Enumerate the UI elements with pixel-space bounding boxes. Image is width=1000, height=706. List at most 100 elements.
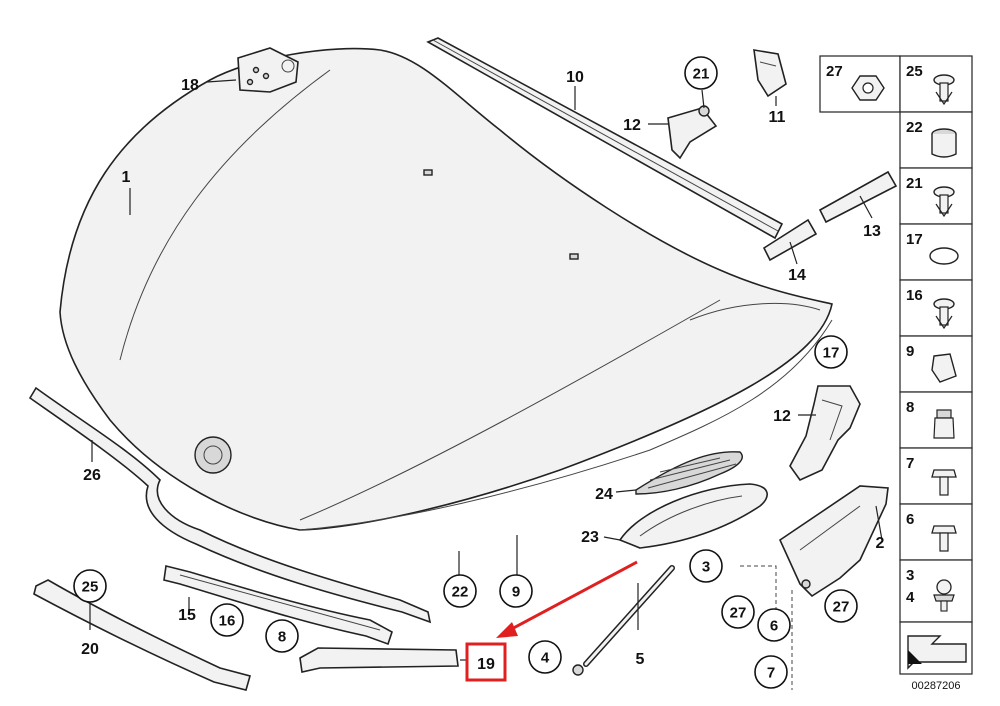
circled-labels: 21 17 3 4 6 7 8 9 16 22 25 27 27	[73, 56, 858, 689]
svg-text:16: 16	[219, 613, 236, 630]
svg-text:8: 8	[278, 629, 286, 646]
circled-callout-c22: 22	[443, 574, 477, 608]
hose-19	[299, 647, 459, 673]
circled-callout-c27b: 27	[824, 589, 858, 623]
bracket-strip-15	[163, 565, 393, 646]
legend-label: 27	[826, 63, 843, 80]
callout-l24: 24	[595, 486, 613, 503]
callout-l5: 5	[636, 651, 645, 668]
callout-l26: 26	[83, 467, 101, 484]
circled-callout-c3: 3	[689, 549, 723, 583]
seal-strip-20	[33, 579, 251, 691]
collar-screw-icon	[931, 525, 957, 552]
highlight-label: 19	[477, 656, 495, 673]
legend-label: 25	[906, 63, 923, 80]
svg-text:4: 4	[541, 650, 550, 667]
hinge-bracket-2	[778, 485, 889, 598]
hex-nut-icon	[851, 75, 885, 101]
svg-text:25: 25	[82, 579, 99, 596]
legend-label: 6	[906, 511, 914, 528]
expanding-rivet-icon	[933, 186, 955, 218]
front-seal-26	[28, 386, 432, 624]
frame-23	[618, 483, 768, 549]
highlight-box-19: 19	[465, 642, 507, 682]
callout-l18: 18	[181, 77, 199, 94]
legend-label: 22	[906, 119, 923, 136]
callout-l15: 15	[178, 607, 196, 624]
svg-text:27: 27	[730, 605, 747, 622]
circled-callout-c6: 6	[757, 608, 791, 642]
clip-nut-icon	[931, 353, 957, 383]
callout-l14: 14	[788, 267, 806, 284]
clip-11	[753, 49, 787, 98]
circled-callout-c8: 8	[265, 619, 299, 653]
circled-callout-c4: 4	[528, 640, 562, 674]
circled-callout-c9: 9	[499, 574, 533, 608]
svg-text:21: 21	[693, 66, 710, 83]
hinge-12	[789, 385, 861, 482]
push-rivet-icon	[933, 74, 955, 106]
legend-item-8: 8	[899, 391, 973, 449]
circled-callout-c25: 25	[73, 569, 107, 603]
legend-item-9: 9	[899, 335, 973, 393]
catalog-number: 00287206	[912, 680, 961, 692]
hood-panel	[59, 47, 833, 531]
callout-l12b: 12	[773, 408, 791, 425]
legend-item-27: 27	[826, 63, 885, 101]
highlight-arrow	[496, 560, 638, 638]
grommet-ring-icon	[929, 247, 959, 265]
callout-l12a: 12	[623, 117, 641, 134]
svg-text:7: 7	[767, 665, 775, 682]
circled-callout-c16: 16	[210, 603, 244, 637]
callout-l20: 20	[81, 641, 99, 658]
legend-item-17: 17	[899, 223, 973, 281]
gas-strut-5	[572, 565, 675, 676]
callout-l1: 1	[122, 169, 131, 186]
legend-item-16: 16	[899, 279, 973, 337]
circled-callout-c17: 17	[814, 335, 848, 369]
callout-l13: 13	[863, 223, 881, 240]
legend-label: 17	[906, 231, 923, 248]
bracket-12-top	[667, 105, 718, 160]
legend-label: 7	[906, 455, 914, 472]
callout-l23: 23	[581, 529, 599, 546]
circled-callout-c27a: 27	[721, 595, 755, 629]
mounting-plate-18	[237, 47, 299, 93]
grille-24	[635, 451, 743, 495]
legend-label: 8	[906, 399, 914, 416]
legend-item-3: 34	[899, 559, 973, 623]
seal-strip-10	[426, 37, 784, 240]
svg-text:6: 6	[770, 618, 778, 635]
callout-l2: 2	[876, 535, 885, 552]
legend-item-25: 25	[899, 55, 973, 113]
callout-l11: 11	[769, 109, 786, 126]
svg-text:9: 9	[512, 584, 520, 601]
callout-l10: 10	[566, 69, 584, 86]
legend-label: 21	[906, 175, 923, 192]
circled-callout-c21: 21	[684, 56, 718, 90]
direction-arrow-icon	[907, 635, 967, 670]
circled-callout-c7: 7	[754, 655, 788, 689]
legend-item-22: 22	[899, 111, 973, 169]
seal-14	[762, 218, 818, 262]
seal-13	[818, 170, 898, 224]
legend-label-2: 4	[906, 589, 915, 606]
svg-text:27: 27	[833, 599, 850, 616]
legend-label: 16	[906, 287, 923, 304]
ball-stud-icon	[933, 579, 955, 612]
legend-item-7: 7	[899, 447, 973, 505]
legend-label: 3	[906, 567, 914, 584]
legend-item-21: 21	[899, 167, 973, 225]
rubber-buffer-icon	[931, 128, 957, 158]
svg-text:3: 3	[702, 559, 710, 576]
buffer-stop-icon	[933, 409, 955, 439]
hex-bolt-icon	[931, 469, 957, 496]
legend-label: 9	[906, 343, 914, 360]
svg-text:17: 17	[823, 345, 840, 362]
legend-item-6: 6	[899, 503, 973, 561]
svg-text:22: 22	[452, 584, 469, 601]
